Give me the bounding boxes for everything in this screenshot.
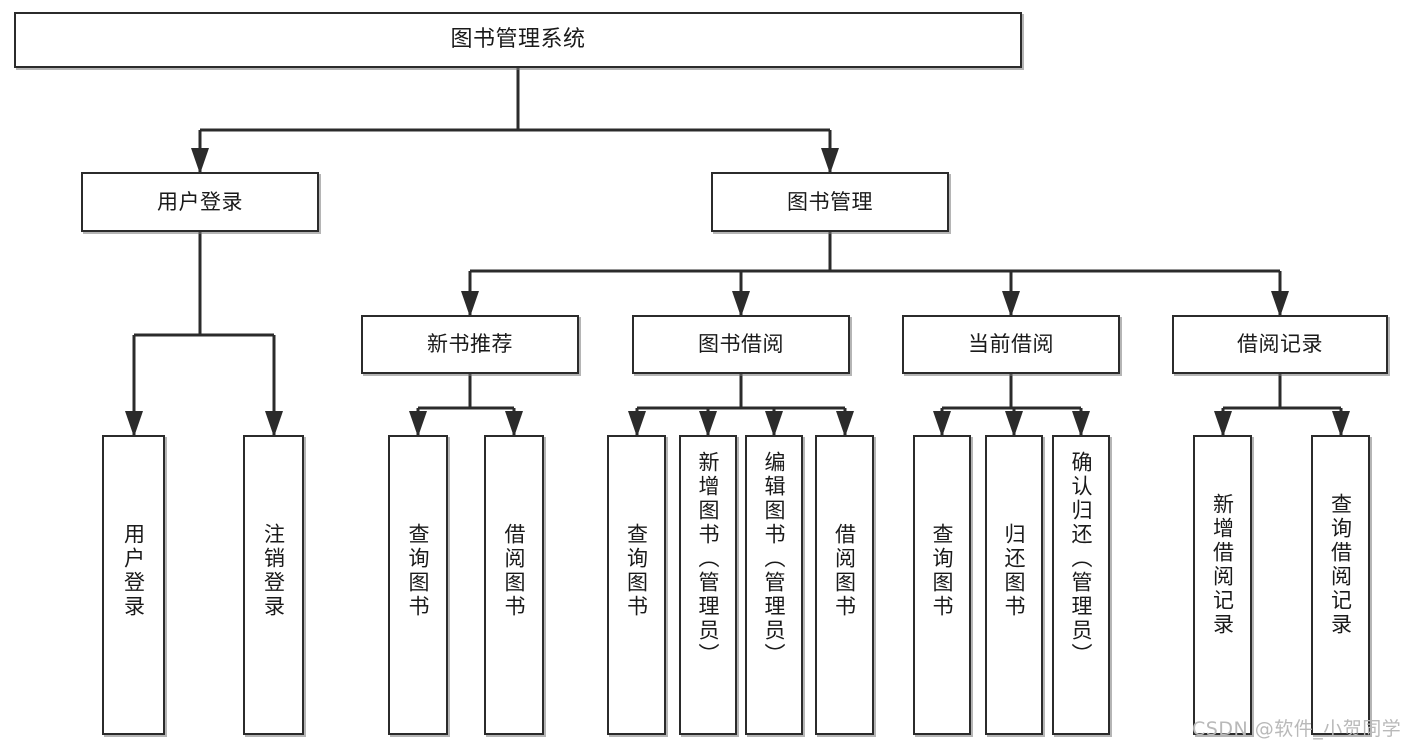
node-new-book-rec[interactable]: 新书推荐 <box>361 315 579 374</box>
node-leaf-query-record[interactable]: 查询借阅记录 <box>1311 435 1370 735</box>
node-label-leaf-query-book-1: 查询图书 <box>406 523 431 619</box>
node-leaf-edit-book[interactable]: 编辑图书（管理员） <box>745 435 803 735</box>
node-label-leaf-user-login: 用户登录 <box>121 523 146 619</box>
node-label-leaf-confirm-return: 确认归还（管理员） <box>1069 451 1094 667</box>
node-label-leaf-edit-book: 编辑图书（管理员） <box>762 451 787 667</box>
node-label-leaf-query-record: 查询借阅记录 <box>1328 493 1353 637</box>
node-label-root: 图书管理系统 <box>450 27 586 53</box>
node-leaf-query-book-3[interactable]: 查询图书 <box>913 435 971 735</box>
node-leaf-borrow-book-2[interactable]: 借阅图书 <box>815 435 874 735</box>
node-book-borrow[interactable]: 图书借阅 <box>632 315 850 374</box>
node-root[interactable]: 图书管理系统 <box>14 12 1022 68</box>
node-label-leaf-user-logout: 注销登录 <box>261 523 286 619</box>
node-label-leaf-query-book-3: 查询图书 <box>930 523 955 619</box>
watermark-csdn: CSDN @软件_小贺同学 <box>1192 718 1402 740</box>
node-leaf-query-book-1[interactable]: 查询图书 <box>388 435 448 735</box>
node-book-manage[interactable]: 图书管理 <box>711 172 949 232</box>
node-leaf-borrow-book-1[interactable]: 借阅图书 <box>484 435 544 735</box>
node-label-leaf-query-book-2: 查询图书 <box>624 523 649 619</box>
node-label-current-borrow: 当前借阅 <box>968 332 1054 357</box>
node-leaf-return-book[interactable]: 归还图书 <box>985 435 1043 735</box>
node-label-new-book-rec: 新书推荐 <box>427 332 513 357</box>
node-leaf-user-logout[interactable]: 注销登录 <box>243 435 304 735</box>
node-label-leaf-borrow-book-1: 借阅图书 <box>502 523 527 619</box>
node-user-login[interactable]: 用户登录 <box>81 172 319 232</box>
node-label-book-borrow: 图书借阅 <box>698 332 784 357</box>
node-label-book-manage: 图书管理 <box>787 189 873 214</box>
node-label-leaf-add-record: 新增借阅记录 <box>1210 493 1235 637</box>
node-leaf-confirm-return[interactable]: 确认归还（管理员） <box>1052 435 1110 735</box>
node-current-borrow[interactable]: 当前借阅 <box>902 315 1120 374</box>
node-label-user-login: 用户登录 <box>157 189 243 214</box>
node-label-leaf-return-book: 归还图书 <box>1002 523 1027 619</box>
node-borrow-record[interactable]: 借阅记录 <box>1172 315 1388 374</box>
node-leaf-add-book[interactable]: 新增图书（管理员） <box>679 435 737 735</box>
node-leaf-query-book-2[interactable]: 查询图书 <box>607 435 666 735</box>
node-label-leaf-borrow-book-2: 借阅图书 <box>832 523 857 619</box>
node-leaf-user-login[interactable]: 用户登录 <box>102 435 165 735</box>
node-label-borrow-record: 借阅记录 <box>1237 332 1323 357</box>
node-label-leaf-add-book: 新增图书（管理员） <box>696 451 721 667</box>
node-leaf-add-record[interactable]: 新增借阅记录 <box>1193 435 1252 735</box>
